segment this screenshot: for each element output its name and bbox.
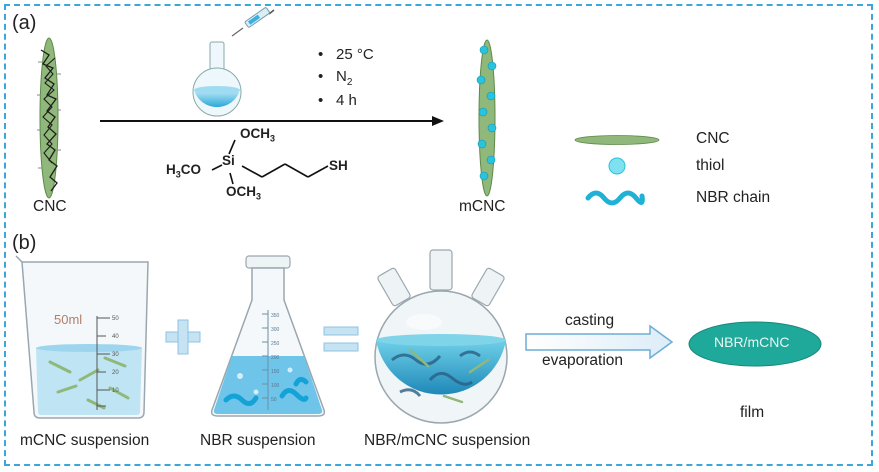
mcnc-suspension-caption: mCNC suspension: [20, 432, 150, 449]
reagent-och3-top: OCH3: [240, 126, 276, 144]
erlenmeyer-flask-icon: [210, 255, 326, 417]
beaker-ticks: 50 40 30 20 10: [112, 316, 119, 394]
reagent-si: Si: [222, 153, 235, 168]
legend-thiol-icon: [608, 157, 626, 175]
panel-b-label: (b): [12, 232, 37, 254]
syringe-icon: [231, 7, 275, 37]
beaker-volume-label: 50ml: [54, 312, 83, 327]
cnc-caption: CNC: [33, 198, 67, 215]
mcnc-caption: mCNC: [459, 198, 506, 215]
mcnc-rod-icon: [476, 39, 497, 197]
beaker-icon: [15, 255, 149, 419]
round-flask-icon: [192, 41, 242, 117]
legend-cnc-icon: [574, 135, 660, 145]
reagent-sh: SH: [329, 158, 348, 173]
three-neck-flask-icon: [374, 249, 508, 424]
process-arrow: [525, 324, 674, 360]
reagent-h3co-left: H3CO: [166, 162, 202, 180]
film-label: NBR/mCNC: [714, 334, 790, 350]
silane-structure-icon: [211, 139, 329, 185]
evaporation-label: evaporation: [542, 352, 624, 369]
figure-frame: [4, 4, 873, 466]
mixed-suspension-caption: NBR/mCNC suspension: [364, 432, 531, 449]
casting-label: casting: [565, 312, 615, 329]
condition-time: •4 h: [318, 92, 357, 109]
condition-atmosphere: •N2: [318, 68, 353, 88]
legend-nbr-chain-label: NBR chain: [696, 189, 771, 206]
reagent-och3-bottom: OCH3: [226, 184, 262, 202]
legend-thiol-label: thiol: [696, 157, 725, 174]
legend-nbr-chain-icon: [585, 190, 645, 206]
nbr-suspension-caption: NBR suspension: [200, 432, 316, 449]
flask-ticks: 350 300 250 200 150 100 50: [271, 313, 280, 403]
equals-icon: [323, 326, 359, 352]
film-caption: film: [740, 404, 765, 421]
film-disc-icon: [688, 321, 822, 367]
cnc-rod-icon: [37, 37, 61, 199]
plus-icon: [165, 319, 201, 355]
panel-a-label: (a): [12, 12, 37, 34]
reaction-arrow: [100, 116, 444, 126]
condition-temperature: •25 °C: [318, 46, 374, 63]
legend-cnc-label: CNC: [696, 130, 730, 147]
